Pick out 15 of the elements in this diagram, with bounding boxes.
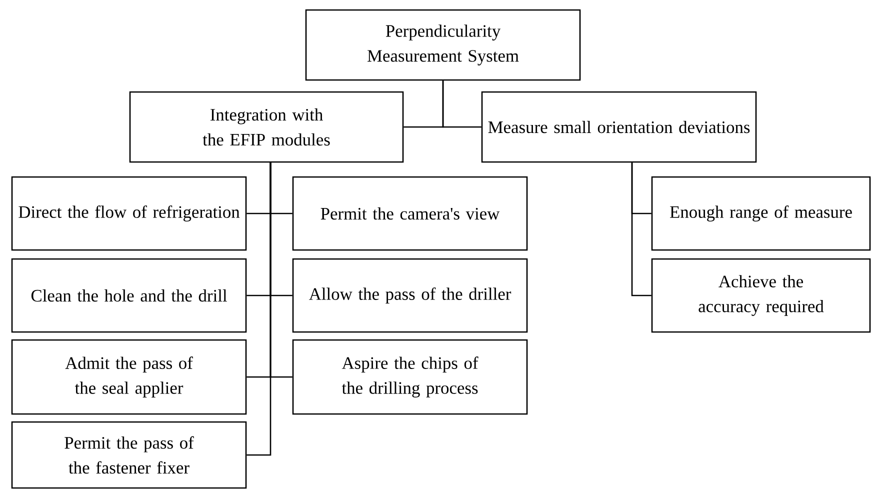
process-box: Admit the pass of the seal applier <box>11 339 247 415</box>
process-box: Achieve the accuracy required <box>651 258 871 333</box>
connector-line <box>442 80 482 128</box>
connector-line <box>631 162 652 296</box>
process-box: Direct the flow of refrigeration <box>11 176 247 251</box>
connector-line <box>246 162 272 456</box>
process-box: Measure small orientation deviations <box>481 91 757 163</box>
process-box: Perpendicularity Measurement System <box>305 9 581 81</box>
process-box: Allow the pass of the driller <box>292 258 528 333</box>
process-box: Integration with the EFIP modules <box>129 91 404 163</box>
process-box: Clean the hole and the drill <box>11 258 247 333</box>
process-box: Aspire the chips of the drilling process <box>292 339 528 415</box>
process-box: Enough range of measure <box>651 176 871 251</box>
process-box: Permit the pass of the fastener fixer <box>11 421 247 489</box>
process-box: Permit the camera's view <box>292 176 528 251</box>
